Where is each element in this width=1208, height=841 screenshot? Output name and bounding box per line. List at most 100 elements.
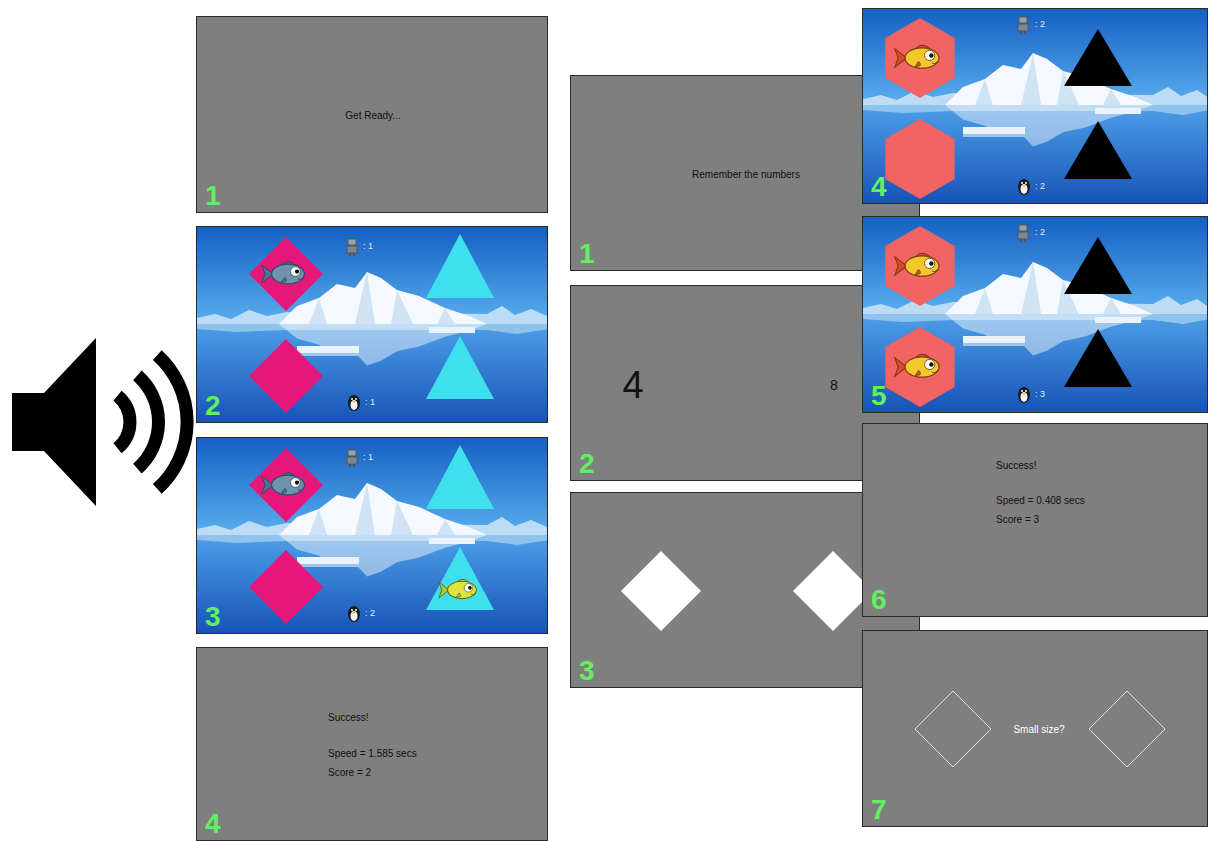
illustration-part — [929, 261, 933, 265]
penguin-icon — [348, 395, 360, 411]
white-diamond — [621, 551, 701, 631]
illustration-part — [351, 398, 353, 400]
illustration-part — [281, 277, 286, 282]
panel-illustration — [863, 217, 1208, 413]
illustration-part — [351, 400, 358, 410]
illustration-part — [1023, 185, 1026, 187]
illustration-part — [1021, 390, 1023, 392]
illustration-part — [348, 239, 356, 245]
callout-number: 6 — [871, 586, 887, 614]
illustration-part — [929, 362, 933, 366]
iceberg-facet — [1021, 262, 1041, 314]
illustration-part — [347, 457, 357, 464]
illustration-part — [348, 450, 356, 456]
score-text: : 2 — [365, 609, 375, 619]
illustration-part — [348, 395, 360, 411]
illustration-part — [1021, 392, 1028, 402]
illustration-part — [353, 253, 355, 256]
panel-text: Score = 2 — [328, 767, 371, 778]
illustration-part — [925, 359, 935, 369]
speaker-body — [12, 393, 44, 451]
illustration-part — [863, 217, 1208, 314]
number-text: 8 — [830, 378, 838, 393]
iceberg-facet — [1103, 89, 1121, 105]
iceberg-reflection — [945, 105, 1153, 147]
illustration-part — [915, 370, 920, 375]
illustration-part — [1021, 182, 1023, 184]
sound-wave — [137, 375, 158, 468]
triangle-target — [1064, 29, 1132, 86]
illustration-part — [932, 61, 938, 63]
illustration-part — [348, 606, 360, 622]
illustration-part — [290, 267, 300, 277]
sound-wave — [157, 355, 187, 489]
panel-text: Remember the numbers — [692, 169, 800, 180]
illustration-part — [905, 256, 939, 276]
ice-floe — [429, 538, 475, 544]
fish-icon — [895, 354, 939, 377]
illustration-part — [1019, 17, 1027, 23]
ice-floe — [297, 353, 359, 356]
illustration-part — [355, 609, 357, 611]
iceberg-facet — [355, 272, 375, 324]
illustration-part — [295, 269, 299, 273]
panel-illustration — [197, 648, 548, 841]
score-text: : 2 — [1035, 228, 1045, 238]
iceberg-facet — [437, 519, 455, 535]
illustration-part — [349, 253, 351, 256]
illustration-part — [1018, 179, 1030, 195]
illustration-part — [1024, 239, 1026, 242]
speaker-cone — [44, 338, 96, 506]
ice-floe — [297, 564, 359, 567]
callout-number: 5 — [871, 382, 887, 410]
illustration-part — [863, 314, 1208, 413]
iceberg-facet — [437, 308, 455, 324]
illustration-part — [349, 464, 351, 467]
game-targets — [249, 234, 494, 413]
panel-text: Success! — [996, 460, 1037, 471]
illustration-part — [905, 357, 939, 377]
illustration-part — [863, 9, 1208, 105]
callout-number: 1 — [205, 182, 221, 210]
ice-floe — [963, 134, 1025, 137]
illustration-part — [197, 324, 548, 423]
game-screen-panel: : 2 : 3 5 — [862, 216, 1208, 413]
illustration-part — [863, 105, 1208, 204]
score-text: : 1 — [363, 242, 373, 252]
sound-wave — [118, 396, 130, 449]
diamond-target — [249, 550, 323, 624]
illustration-part — [197, 227, 548, 324]
illustration-part — [932, 370, 938, 372]
illustration-part — [281, 488, 286, 493]
triangle-target — [1064, 121, 1132, 179]
score-text: : 3 — [1035, 390, 1045, 400]
score-text: : 2 — [1035, 20, 1045, 30]
illustration-part — [471, 593, 476, 595]
speaker-symbol — [12, 338, 96, 506]
triangle-target — [426, 336, 494, 399]
callout-number: 2 — [579, 450, 595, 478]
illustration-part — [197, 438, 548, 535]
game-screen-panel: : 1: 12 — [196, 226, 548, 423]
illustration-part — [925, 258, 935, 268]
illustration-part — [1020, 31, 1022, 34]
iceberg-facet — [309, 298, 327, 324]
illustration-part — [1025, 182, 1027, 184]
panel-illustration — [863, 9, 1208, 204]
ice-floe — [963, 127, 1025, 134]
illustration-part — [925, 50, 935, 60]
illustration-part — [351, 609, 353, 611]
illustration-part — [290, 478, 300, 488]
panel-text: Score = 3 — [996, 514, 1039, 525]
screen-panel: Get Ready...1 — [196, 16, 548, 213]
screen-panel: Small size?7 — [862, 630, 1208, 827]
ice-floe — [429, 327, 475, 333]
game-targets — [885, 225, 1132, 407]
iceberg-facet — [1021, 53, 1041, 105]
hexagon-target — [885, 327, 954, 407]
fish-icon — [262, 262, 305, 284]
illustration-part — [298, 277, 304, 279]
score-text: : 1 — [365, 398, 375, 408]
illustration-part — [1021, 184, 1028, 194]
panel-text: Success! — [328, 712, 369, 723]
